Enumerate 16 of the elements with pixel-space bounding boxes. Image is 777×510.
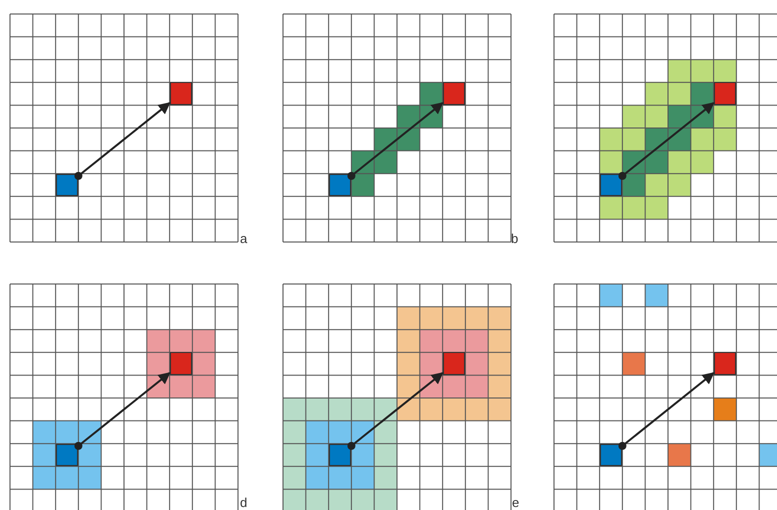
target-cell	[714, 82, 736, 106]
arrow	[618, 372, 715, 450]
target-cell	[170, 352, 192, 376]
panel-letter: b	[511, 232, 518, 245]
target-cell	[442, 352, 466, 376]
arrow	[347, 372, 444, 450]
target-cell	[170, 82, 192, 106]
panel-letter: d	[240, 496, 248, 509]
arrow	[618, 102, 715, 180]
panel-letter: a	[240, 232, 248, 245]
arrow	[74, 102, 171, 180]
arrow	[74, 372, 171, 450]
target-cell	[714, 352, 736, 376]
panel-letter: e	[512, 496, 520, 509]
target-cell	[442, 82, 466, 106]
arrow	[347, 102, 444, 180]
